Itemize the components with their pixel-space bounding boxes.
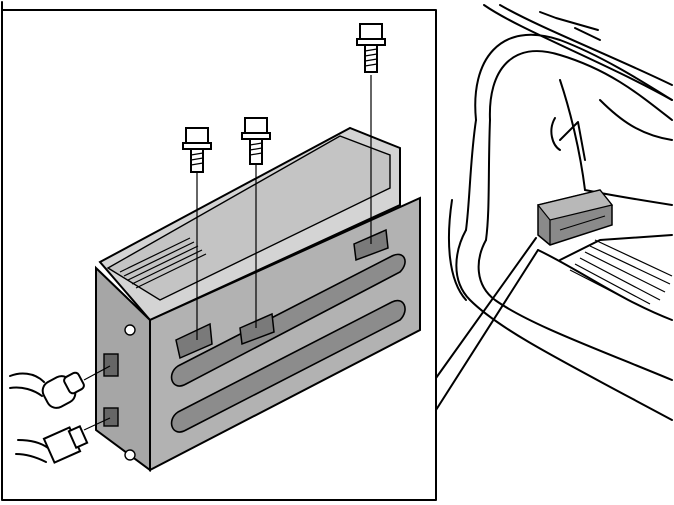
mounting-bolt: [356, 23, 386, 244]
detail-leader-lines: [435, 237, 539, 411]
bracket-tabs: [175, 228, 389, 360]
square-connector: [15, 417, 111, 464]
round-connector: [9, 365, 111, 409]
square-port: [103, 407, 119, 427]
round-port: [103, 353, 119, 377]
detail-frame: [1, 1, 437, 501]
mounting-bolt: [182, 127, 212, 340]
vehicle-cargo-view: [448, 4, 673, 421]
electronic-module: [95, 126, 421, 472]
vent-grille: [119, 237, 207, 289]
mounting-bolt: [241, 117, 271, 328]
installed-unit-small: [536, 189, 614, 246]
